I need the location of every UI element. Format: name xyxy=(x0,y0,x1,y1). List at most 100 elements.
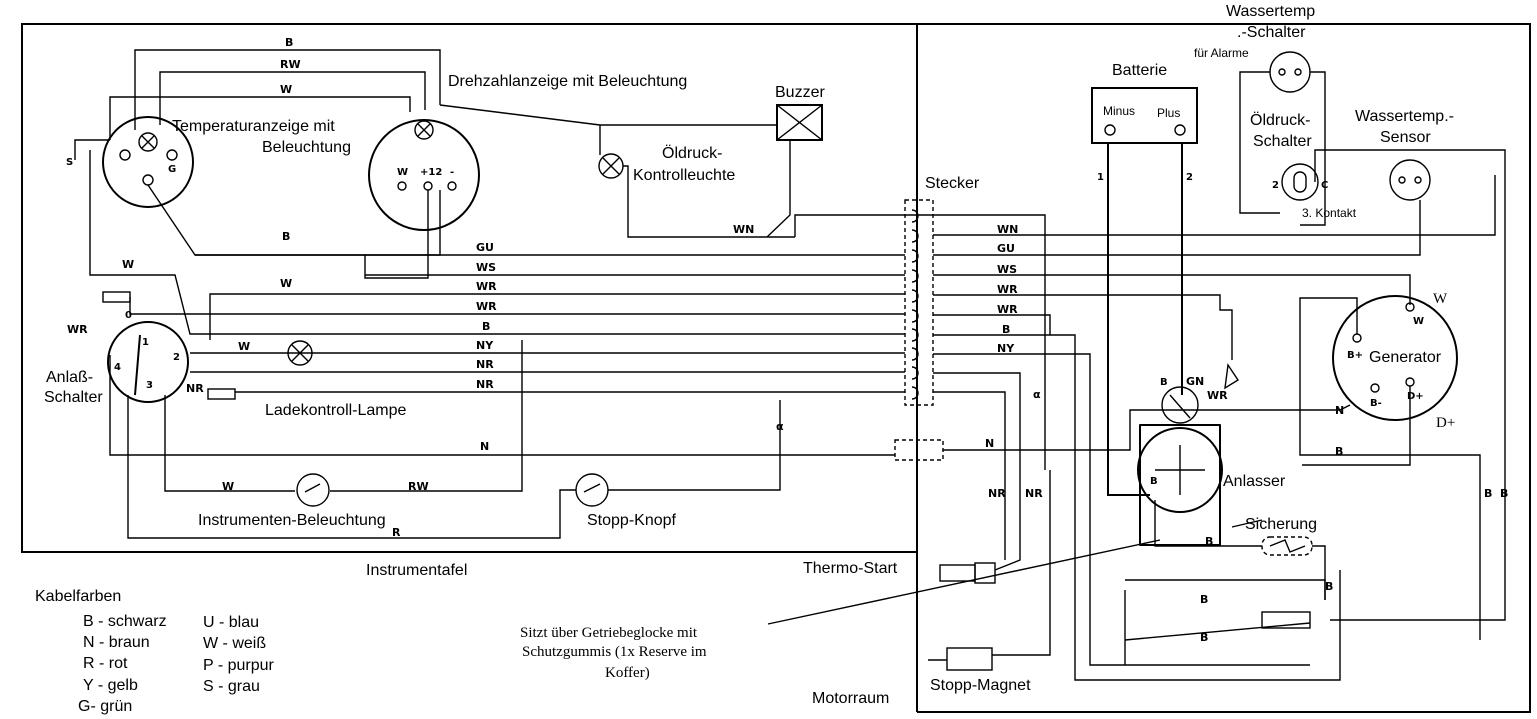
oil-lamp-label-1: Öldruck- xyxy=(662,144,722,162)
wire-label-b-s3: B xyxy=(1200,631,1208,644)
water-temp-switch xyxy=(1269,51,1311,93)
charge-lamp-label: Ladekontroll-Lampe xyxy=(265,402,407,419)
water-temp-sensor-pin-b xyxy=(1414,176,1422,184)
wire-w-inst xyxy=(164,395,295,492)
instrument-panel-label: Instrumentafel xyxy=(366,562,467,579)
relay-block xyxy=(1261,611,1311,629)
wire-r-bottom xyxy=(127,395,576,539)
wire-label-ny: NY xyxy=(476,339,494,352)
wire-label-r-b: B xyxy=(1002,323,1010,336)
wire-label-r-wr1: WR xyxy=(997,283,1018,296)
buzzer-icon xyxy=(776,104,823,141)
ignition-fuse-icon xyxy=(102,291,131,303)
legend-right-item: P - purpur xyxy=(203,657,275,674)
oil-pressure-switch-icon xyxy=(1293,171,1307,193)
gen-pin-d: D+ xyxy=(1407,391,1424,402)
water-temp-sensor-pin-a xyxy=(1398,176,1406,184)
buzzer-label: Buzzer xyxy=(775,84,825,101)
wire-r-wr2 xyxy=(933,294,1233,360)
color-legend: Kabelfarben B - schwarz N - braun R - ro… xyxy=(35,588,275,715)
third-contact-label: 3. Kontakt xyxy=(1302,206,1357,220)
gen-pin-b: B+ xyxy=(1347,350,1363,361)
starter-housing xyxy=(1139,424,1221,546)
wire-stop-magnet xyxy=(992,470,1051,656)
wire-label-r-ws: WS xyxy=(997,263,1017,276)
generator xyxy=(1332,295,1458,421)
wire-label-ws: WS xyxy=(476,261,496,274)
legend-right-item: U - blau xyxy=(203,614,259,631)
starter-relay xyxy=(1161,386,1199,424)
wire-label-b-right1: B xyxy=(1484,487,1492,500)
tacho-terminal-12 xyxy=(423,181,433,191)
charge-lamp-icon xyxy=(207,388,236,400)
ignition-label-2: Schalter xyxy=(44,389,103,406)
stop-knob-label: Stopp-Knopf xyxy=(587,512,677,529)
tacho-terminal-minus xyxy=(447,181,457,191)
wire-r-nr2 xyxy=(933,391,1006,560)
stop-magnet-icon xyxy=(946,647,993,671)
battery-plus-terminal xyxy=(1174,124,1186,136)
wire-r-ny xyxy=(933,334,1341,681)
starter-center-icon xyxy=(1155,445,1205,495)
switch-pin-2: 2 xyxy=(173,352,180,363)
engine-room-outline xyxy=(917,23,1531,713)
legend-left-item: R - rot xyxy=(83,655,128,672)
instrument-panel-outline xyxy=(21,23,918,553)
wire-battery-minus xyxy=(1107,143,1150,496)
instrument-lighting-label: Instrumenten-Beleuchtung xyxy=(198,512,386,529)
temp-pin-s: S xyxy=(66,157,73,168)
wire-label-r-wr2: WR xyxy=(997,303,1018,316)
battery-minus-label: Minus xyxy=(1103,104,1135,118)
wire-label-w-top: W xyxy=(280,83,292,96)
temperature-terminal-ground xyxy=(142,174,154,186)
legend-left-item: G- grün xyxy=(78,698,132,715)
generator-terminal-b2 xyxy=(1370,383,1380,393)
stop-knob-contact xyxy=(583,483,601,493)
wire-label-r-bottom: R xyxy=(392,526,401,539)
generator-label: Generator xyxy=(1369,349,1442,366)
oil-warning-lamp-cross xyxy=(602,157,620,175)
battery-box xyxy=(1091,87,1198,144)
wire-label-bat2: 2 xyxy=(1186,172,1193,183)
switch-pin-1: 1 xyxy=(142,337,149,348)
temperature-label-1: Temperaturanzeige mit xyxy=(172,118,335,135)
wire-rw-inst xyxy=(330,340,523,492)
gen-pin-w: W xyxy=(1413,316,1424,327)
generator-w-label: W xyxy=(1433,291,1448,307)
connector-block xyxy=(904,199,934,406)
note-line-2: Schutzgummis (1x Reserve im xyxy=(522,644,707,660)
wire-label-gen-b: B xyxy=(1335,445,1343,458)
wire-label-nr1: NR xyxy=(476,358,494,371)
wire-label-wr1: WR xyxy=(476,280,497,293)
buzzer-box xyxy=(776,104,823,141)
starter-label: Anlasser xyxy=(1223,473,1286,490)
wire-stop-knob xyxy=(608,400,781,491)
wire-fuse-in xyxy=(1154,500,1262,547)
wire-label-gn: GN xyxy=(1186,375,1204,388)
wire-label-alpha-2: α xyxy=(1033,388,1041,401)
generator-terminal-w xyxy=(1405,302,1415,312)
temperature-label-2: Beleuchtung xyxy=(262,139,351,156)
wire-r-wr1 xyxy=(933,274,1411,305)
water-sensor-label-1: Wassertemp.- xyxy=(1355,108,1454,125)
wire-label-wn: WN xyxy=(733,223,754,236)
wire-label-b-s2: B xyxy=(1200,593,1208,606)
switch-pin-4: 4 xyxy=(114,362,121,373)
indicator-lamp-cross xyxy=(291,344,309,362)
wire-label-n-gen: N xyxy=(1335,404,1344,417)
gen-pin-b2: B- xyxy=(1370,398,1382,409)
wire-n-bus xyxy=(109,355,895,456)
note-line-1: Sitzt über Getriebeglocke mit xyxy=(520,625,698,641)
tachometer-gauge xyxy=(368,119,480,231)
wire-label-b-top: B xyxy=(285,36,293,49)
tacho-pin-w: W xyxy=(397,167,408,178)
switch-pin-0: 0 xyxy=(125,310,132,321)
water-temp-switch-pin-a xyxy=(1278,68,1286,76)
wire-rw-top xyxy=(159,71,426,125)
wire-buzzer-feed xyxy=(439,104,777,126)
water-temp-switch-label-2: .-Schalter xyxy=(1237,24,1306,41)
engine-room-label: Motorraum xyxy=(812,690,889,707)
wire-label-nr2: NR xyxy=(476,378,494,391)
stop-magnet-label: Stopp-Magnet xyxy=(930,677,1031,694)
